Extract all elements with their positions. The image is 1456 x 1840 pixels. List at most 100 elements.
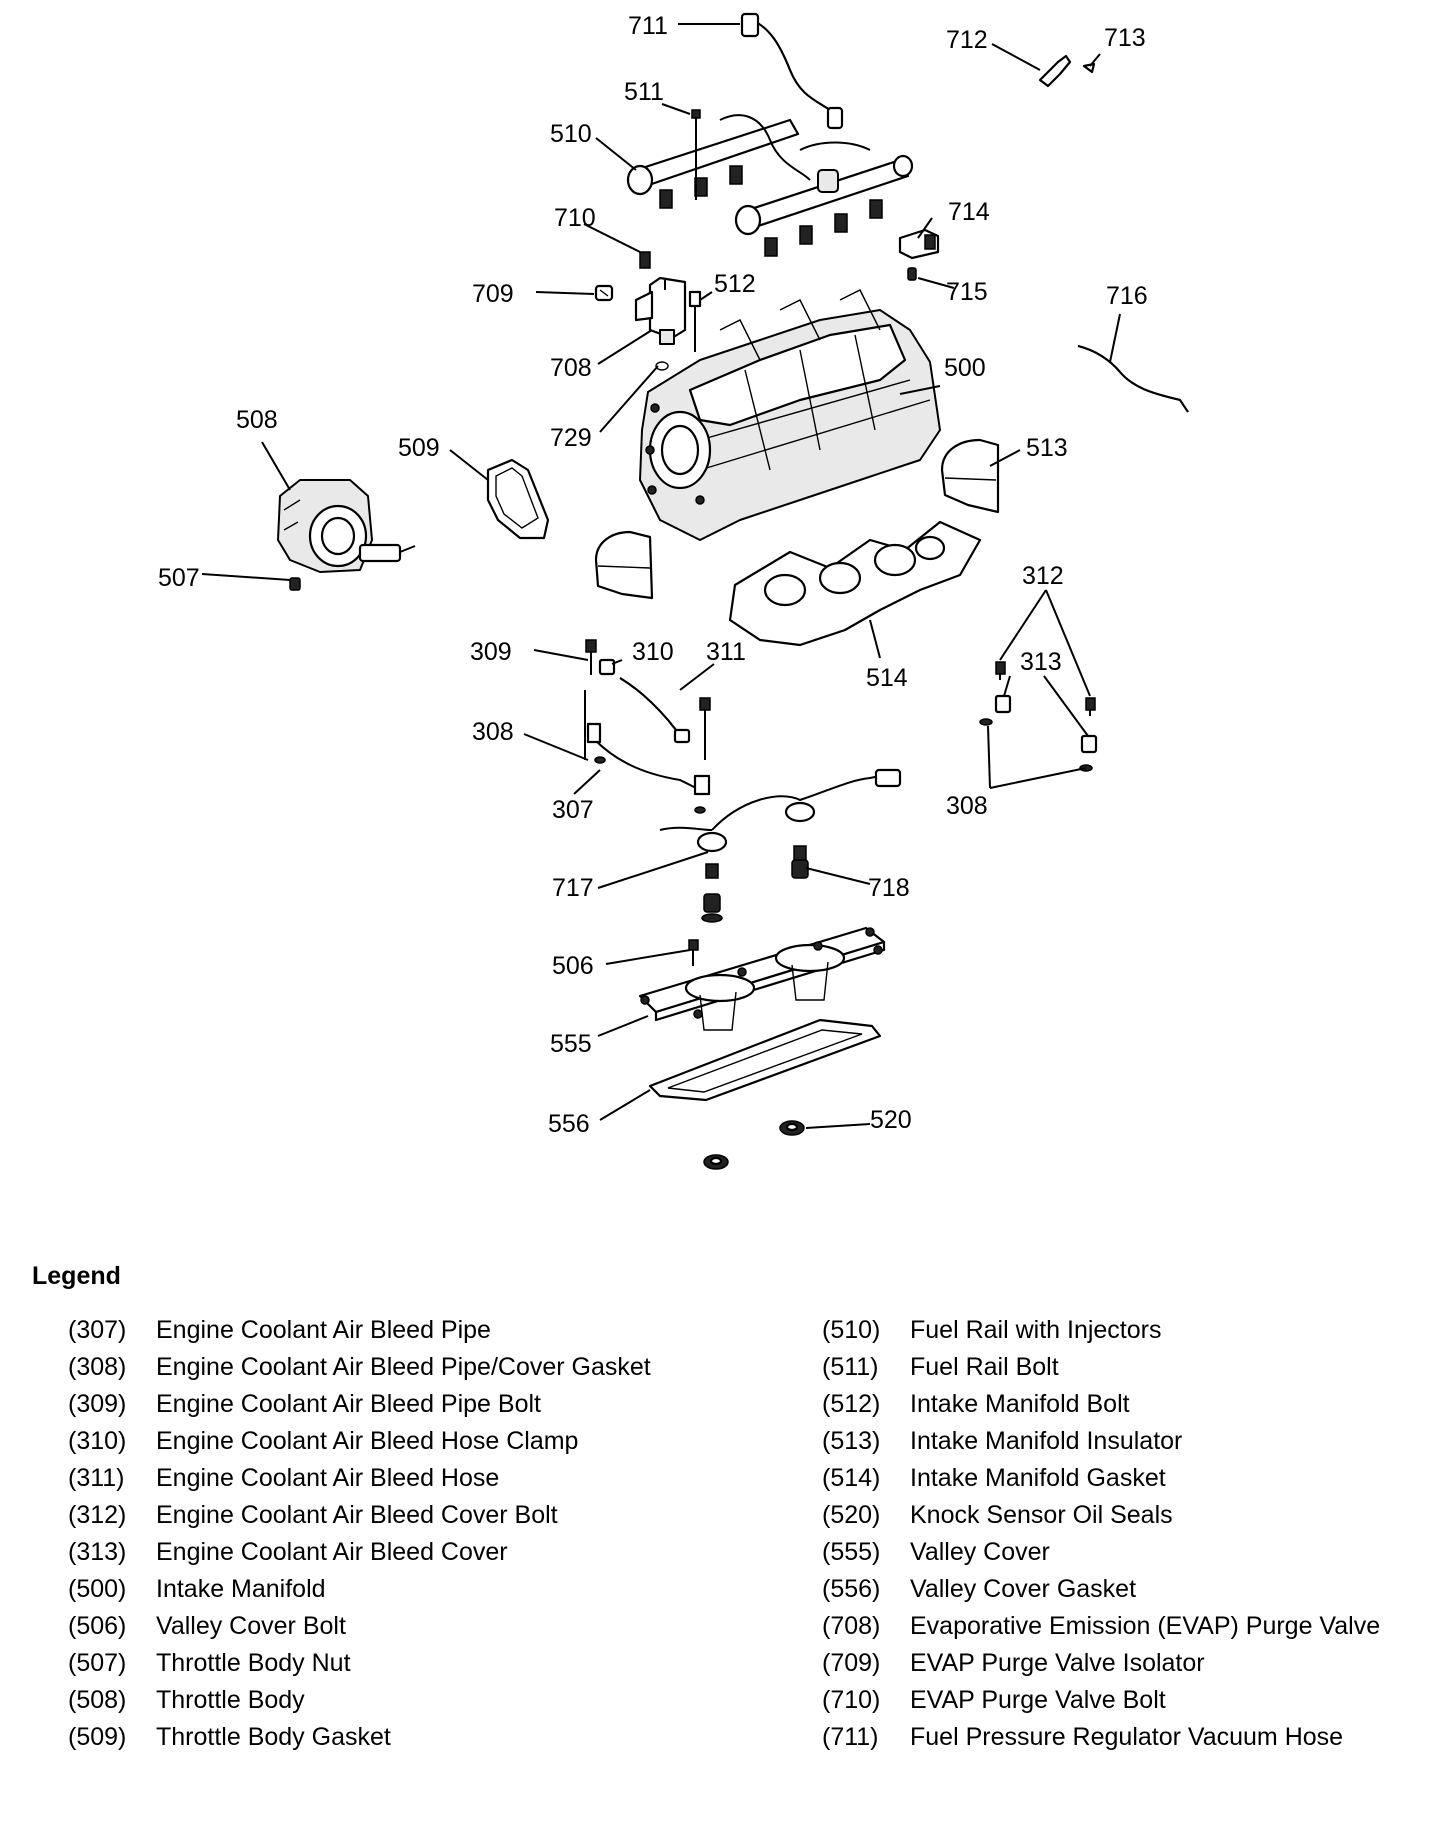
callout-716: 716 bbox=[1106, 282, 1148, 310]
part-711-vacuum-hose bbox=[740, 12, 844, 130]
part-309-bolt-2 bbox=[699, 697, 711, 760]
legend-item-number: (312) bbox=[68, 1501, 127, 1529]
part-307-pipe bbox=[584, 690, 711, 796]
legend-item-number: (708) bbox=[822, 1612, 881, 1640]
part-308-gasket-left bbox=[594, 756, 706, 814]
callout-numbers: 711 712 713 511 510 710 714 709 512 715 … bbox=[158, 12, 1148, 1138]
callout-715: 715 bbox=[946, 278, 988, 306]
legend-item: (311)Engine Coolant Air Bleed Hose bbox=[68, 1460, 651, 1497]
legend-item: (309)Engine Coolant Air Bleed Pipe Bolt bbox=[68, 1386, 651, 1423]
legend-item: (509)Throttle Body Gasket bbox=[68, 1719, 651, 1756]
callout-508: 508 bbox=[236, 406, 278, 434]
callout-717: 717 bbox=[552, 874, 594, 902]
legend-item-label: Fuel Rail Bolt bbox=[910, 1353, 1059, 1381]
part-510-fuel-rails bbox=[626, 114, 914, 257]
legend-item-label: Fuel Rail with Injectors bbox=[910, 1316, 1162, 1344]
part-506-bolt bbox=[688, 939, 699, 966]
legend-column-right: (510) Fuel Rail with Injectors (511) Fuel … bbox=[822, 1312, 1380, 1756]
legend-item: (310) Engine Coolant Air Bleed Hose Clamp bbox=[68, 1423, 651, 1460]
part-507-nut bbox=[289, 577, 301, 591]
legend-item-label: Engine Coolant Air Bleed Cover Bolt bbox=[156, 1501, 558, 1529]
callout-313: 313 bbox=[1020, 648, 1062, 676]
legend-item: (555) Valley Cover bbox=[822, 1534, 1380, 1571]
legend-item-label: Fuel Pressure Regulator Vacuum Hose bbox=[910, 1723, 1344, 1751]
legend-item-number: (510) bbox=[822, 1316, 881, 1344]
legend-item-number: (555) bbox=[822, 1538, 881, 1566]
legend-item-number: (513) bbox=[822, 1427, 881, 1455]
legend-item-number: (511) bbox=[822, 1353, 879, 1381]
part-513-insulator-right bbox=[940, 438, 1000, 514]
legend-item-label: EVAP Purge Valve Isolator bbox=[910, 1649, 1205, 1677]
legend-item: (506)Valley Cover Bolt bbox=[68, 1608, 651, 1645]
part-500-intake-manifold bbox=[639, 289, 941, 541]
legend-item: (313)Engine Coolant Air Bleed Cover bbox=[68, 1534, 651, 1571]
legend-item-number: (313) bbox=[68, 1538, 127, 1566]
callout-710: 710 bbox=[554, 204, 596, 232]
legend-item-label: EVAP Purge Valve Bolt bbox=[910, 1686, 1166, 1714]
legend-item: (508) Throttle Body bbox=[68, 1682, 651, 1719]
legend-item: (507) Throttle Body Nut bbox=[68, 1645, 651, 1682]
legend-item-label: Intake Manifold Insulator bbox=[910, 1427, 1183, 1455]
callout-308-right: 308 bbox=[946, 792, 988, 820]
legend-item-label: Intake Manifold bbox=[156, 1575, 326, 1603]
part-313-covers bbox=[994, 694, 1098, 754]
callout-509: 509 bbox=[398, 434, 440, 462]
legend-item-label: Valley Cover Gasket bbox=[910, 1575, 1137, 1603]
legend-item-label: Throttle Body Gasket bbox=[156, 1723, 391, 1751]
legend-item-number: (508) bbox=[68, 1686, 127, 1714]
part-717-knock-sensor bbox=[696, 831, 728, 923]
legend-item-label: Knock Sensor Oil Seals bbox=[910, 1501, 1173, 1529]
part-312-bolts bbox=[995, 661, 1096, 716]
legend-item: (711)Fuel Pressure Regulator Vacuum Hose bbox=[822, 1719, 1380, 1756]
callout-555: 555 bbox=[550, 1030, 592, 1058]
callout-520: 520 bbox=[870, 1106, 912, 1134]
legend-item: (512)Intake Manifold Bolt bbox=[822, 1386, 1380, 1423]
part-715-seal bbox=[907, 267, 917, 281]
part-508-throttle-body bbox=[277, 479, 416, 573]
callout-714: 714 bbox=[948, 198, 990, 226]
part-708-purge-valve bbox=[634, 276, 687, 345]
legend-item-label: Valley Cover bbox=[910, 1538, 1050, 1566]
legend-item-label: Intake Manifold Gasket bbox=[910, 1464, 1166, 1492]
legend-item-number: (507) bbox=[68, 1649, 127, 1677]
legend-item-number: (520) bbox=[822, 1501, 881, 1529]
callout-507: 507 bbox=[158, 564, 200, 592]
callout-510: 510 bbox=[550, 120, 592, 148]
part-716-hose bbox=[1077, 345, 1189, 413]
legend-item-number: (500) bbox=[68, 1575, 127, 1603]
legend-item-number: (308) bbox=[68, 1353, 127, 1381]
callout-514: 514 bbox=[866, 664, 908, 692]
legend-item: (308)Engine Coolant Air Bleed Pipe/Cover… bbox=[68, 1349, 651, 1386]
callout-512: 512 bbox=[714, 270, 756, 298]
legend-item-number: (307) bbox=[68, 1316, 127, 1344]
part-310-clamp bbox=[598, 658, 616, 676]
exploded-parts-diagram: 711 712 713 511 510 710 714 709 512 715 … bbox=[158, 12, 1189, 1170]
part-308-gasket-right bbox=[979, 718, 1093, 772]
legend-item: (514)Intake Manifold Gasket bbox=[822, 1460, 1380, 1497]
callout-513: 513 bbox=[1026, 434, 1068, 462]
part-718-knock-sensor bbox=[784, 801, 816, 879]
part-520-seals bbox=[703, 1120, 805, 1170]
legend-item-label: Engine Coolant Air Bleed Hose Clamp bbox=[156, 1427, 579, 1455]
part-729-o-ring bbox=[655, 361, 669, 371]
legend-item: (556)Valley Cover Gasket bbox=[822, 1571, 1380, 1608]
callout-506: 506 bbox=[552, 952, 594, 980]
legend-item: (510) Fuel Rail with Injectors bbox=[822, 1312, 1380, 1349]
legend-item-number: (309) bbox=[68, 1390, 127, 1418]
legend: Legend (307)Engine Coolant Air Bleed Pip… bbox=[32, 1262, 1452, 1751]
part-712-fitting bbox=[1038, 54, 1072, 88]
callout-309: 309 bbox=[470, 638, 512, 666]
callout-307: 307 bbox=[552, 796, 594, 824]
legend-item: (708)Evaporative Emission (EVAP) Purge V… bbox=[822, 1608, 1380, 1645]
part-714-sensor bbox=[898, 228, 940, 260]
legend-item-label: Throttle Body Nut bbox=[156, 1649, 351, 1677]
legend-item-number: (310) bbox=[68, 1427, 127, 1455]
legend-item-number: (512) bbox=[822, 1390, 881, 1418]
legend-item-label: Throttle Body bbox=[156, 1686, 305, 1714]
legend-item: (520) Knock Sensor Oil Seals bbox=[822, 1497, 1380, 1534]
callout-308-left: 308 bbox=[472, 718, 514, 746]
callout-556: 556 bbox=[548, 1110, 590, 1138]
part-709-isolator bbox=[594, 284, 614, 302]
legend-item-label: Engine Coolant Air Bleed Hose bbox=[156, 1464, 500, 1492]
legend-title: Legend bbox=[32, 1262, 121, 1290]
